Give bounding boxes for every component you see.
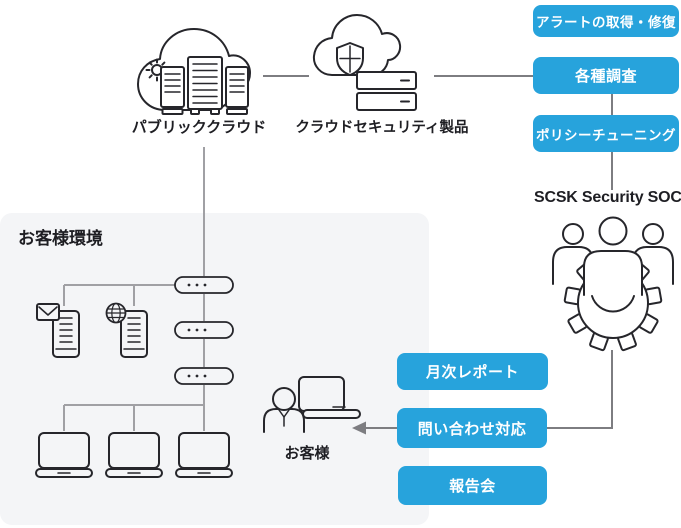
security-product-label: クラウドセキュリティ製品 bbox=[295, 120, 469, 136]
laptop-icon bbox=[105, 432, 163, 478]
server-rack-icon bbox=[160, 56, 249, 115]
shield-icon bbox=[336, 42, 364, 76]
mail-server-icon bbox=[36, 303, 80, 358]
public-cloud-icon bbox=[137, 28, 251, 115]
soc-team-gear-icon bbox=[552, 216, 674, 352]
network-device-icon bbox=[174, 321, 234, 339]
server-bay-icon bbox=[356, 71, 417, 111]
network-lines bbox=[63, 147, 205, 431]
laptop-icon bbox=[35, 432, 93, 478]
web-server-icon bbox=[105, 302, 148, 358]
soc-title: SCSK Security SOC bbox=[534, 189, 681, 206]
connector-lines bbox=[263, 75, 613, 435]
service-badge-inquiry-support: 問い合わせ対応 bbox=[397, 408, 547, 448]
task-badge-policy-tuning: ポリシーチューニング bbox=[533, 115, 679, 152]
task-badge-investigation: 各種調査 bbox=[533, 57, 679, 94]
mail-icon bbox=[36, 303, 60, 321]
public-cloud-label: パブリッククラウド bbox=[131, 119, 267, 136]
service-badge-monthly-report: 月次レポート bbox=[397, 353, 548, 390]
globe-icon bbox=[105, 302, 127, 324]
network-device-icon bbox=[174, 276, 234, 294]
task-badge-alert-handling: アラートの取得・修復 bbox=[533, 5, 679, 37]
environment-title: お客様環境 bbox=[18, 229, 103, 248]
arrow-left-icon bbox=[352, 421, 366, 435]
security-cloud-icon bbox=[312, 14, 417, 111]
customer-at-desk-icon bbox=[263, 376, 361, 433]
laptop-icon bbox=[175, 432, 233, 478]
customer-label: お客様 bbox=[284, 445, 330, 462]
service-badge-briefing: 報告会 bbox=[398, 466, 547, 505]
network-device-icon bbox=[174, 367, 234, 385]
